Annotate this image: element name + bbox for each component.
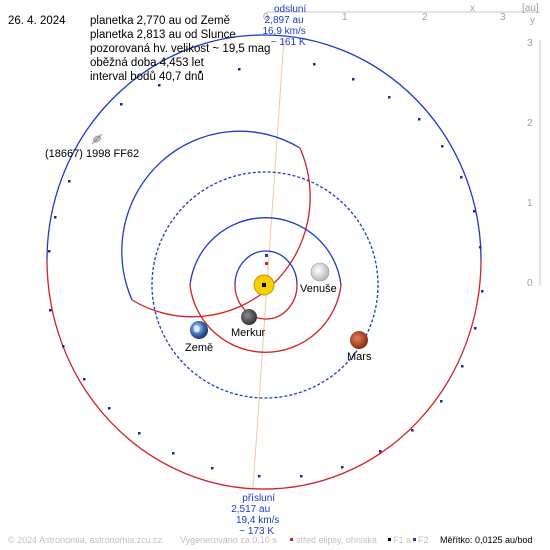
- aphelion-distance: 2,897 au: [264, 15, 304, 26]
- perihelion-speed: 19,4 km/s: [236, 515, 280, 526]
- perihelion-title: přísluní: [242, 493, 276, 504]
- legend-f1-marker: [388, 538, 391, 541]
- info-distance-earth: planetka 2,770 au od Země: [90, 15, 231, 27]
- mars-label: Mars: [347, 351, 372, 363]
- axis-unit: [au]: [522, 3, 539, 14]
- earth-label: Země: [185, 342, 214, 354]
- venus-icon: [310, 262, 330, 282]
- y-tick-1: 1: [527, 198, 533, 209]
- footer-legend-f1: F1 a: [393, 535, 412, 545]
- ellipse-center-marker: [265, 262, 268, 265]
- footer-legend-center: střed elipsy, ohniska: [296, 535, 377, 545]
- legend-center-marker: [290, 538, 293, 541]
- info-magnitude: pozorovaná hv. velikost ~ 19,5 mag: [90, 43, 271, 55]
- aphelion-title: odsluní: [274, 4, 307, 15]
- focus-f2-marker: [265, 254, 268, 257]
- y-axis-letter: y: [530, 15, 535, 26]
- mercury-label: Merkur: [231, 327, 266, 339]
- asteroid-marker: [91, 133, 103, 145]
- footer-legend-f2: F2: [418, 535, 429, 545]
- earth-orbit: [151, 171, 379, 399]
- info-interval: interval bodů 40,7 dnů: [90, 71, 204, 83]
- legend-f2-marker: [413, 538, 416, 541]
- venus-label: Venuše: [300, 283, 337, 295]
- asteroid-orbit-blue: [46, 34, 482, 261]
- perihelion-temp: ~ 173 K: [239, 526, 275, 537]
- y-tick-3: 3: [527, 38, 533, 49]
- x-tick-3: 3: [500, 12, 506, 23]
- footer-scale: Měřítko: 0,0125 au/bod: [440, 535, 533, 545]
- y-tick-2: 2: [527, 118, 533, 129]
- perihelion-info: přísluní 2,517 au 19,4 km/s ~ 173 K: [228, 493, 279, 537]
- earth-icon: [190, 321, 208, 339]
- x-tick-0: 0: [263, 12, 269, 23]
- footer-copyright: © 2024 Astronomia, astronomia.zcu.cz: [8, 535, 163, 545]
- mercury-orbit-red: [234, 284, 298, 320]
- sun-icon: [253, 274, 275, 296]
- apsis-line: [252, 37, 285, 489]
- aphelion-info: odsluní 2,897 au 16,9 km/s ~ 161 K: [262, 4, 306, 48]
- mars-orbit-blue: [121, 130, 301, 301]
- y-tick-0: 0: [527, 278, 533, 289]
- asteroid-label: (18667) 1998 FF62: [45, 148, 140, 160]
- venus-orbit-blue: [189, 217, 342, 286]
- interval-points: [48, 63, 484, 478]
- mercury-icon: [241, 309, 257, 325]
- perihelion-distance: 2,517 au: [231, 504, 271, 515]
- info-distance-sun: planetka 2,813 au od Slunce: [90, 29, 236, 41]
- info-period: oběžná doba 4,453 let: [90, 57, 204, 69]
- aphelion-speed: 16,9 km/s: [262, 26, 306, 37]
- venus-orbit-red: [189, 284, 342, 353]
- x-axis-letter: x: [470, 3, 475, 14]
- axis-grid: [266, 11, 541, 285]
- info-block: planetka 2,770 au od Země planetka 2,813…: [90, 14, 270, 84]
- aphelion-temp: ~ 161 K: [270, 37, 306, 48]
- mars-icon: [350, 331, 368, 349]
- mercury-orbit-blue: [234, 250, 298, 286]
- footer-generated: Vygenerováno za 0,10 s: [180, 535, 277, 545]
- x-tick-1: 1: [342, 12, 348, 23]
- date-label: 26. 4. 2024: [8, 15, 66, 27]
- x-tick-2: 2: [422, 12, 428, 23]
- asteroid-orbit-red: [46, 259, 482, 490]
